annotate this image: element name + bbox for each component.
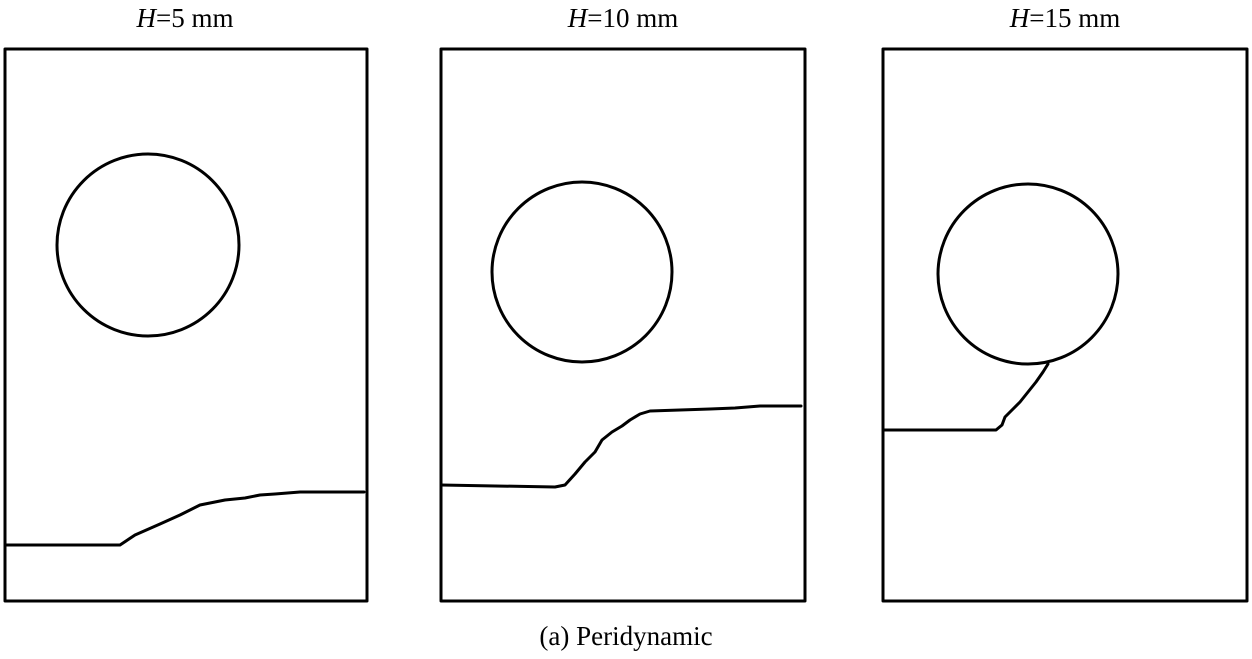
panel-title-variable: H (136, 3, 157, 33)
panel-title-h5: H=5 mm (3, 0, 367, 40)
panel-title-variable: H (1009, 3, 1030, 33)
panel-h10 (439, 47, 807, 603)
specimen-frame (439, 47, 807, 603)
panel-title-variable: H (567, 3, 588, 33)
specimen-frame (3, 47, 369, 603)
crack-path (881, 362, 1050, 432)
panel-title-value: =15 mm (1029, 3, 1121, 33)
crack-path (3, 490, 366, 547)
panel-title-value: =10 mm (587, 3, 679, 33)
panel-title-h15: H=15 mm (883, 0, 1247, 40)
specimen-frame (881, 47, 1249, 603)
circular-hole (490, 180, 674, 364)
panel-h5 (3, 47, 369, 603)
circular-hole (55, 152, 241, 338)
panel-title-h10: H=10 mm (441, 0, 805, 40)
circular-hole (936, 182, 1120, 366)
panel-h15 (881, 47, 1249, 603)
crack-path (439, 404, 803, 489)
figure-caption: (a) Peridynamic (539, 621, 713, 651)
panel-title-value: =5 mm (156, 3, 234, 33)
